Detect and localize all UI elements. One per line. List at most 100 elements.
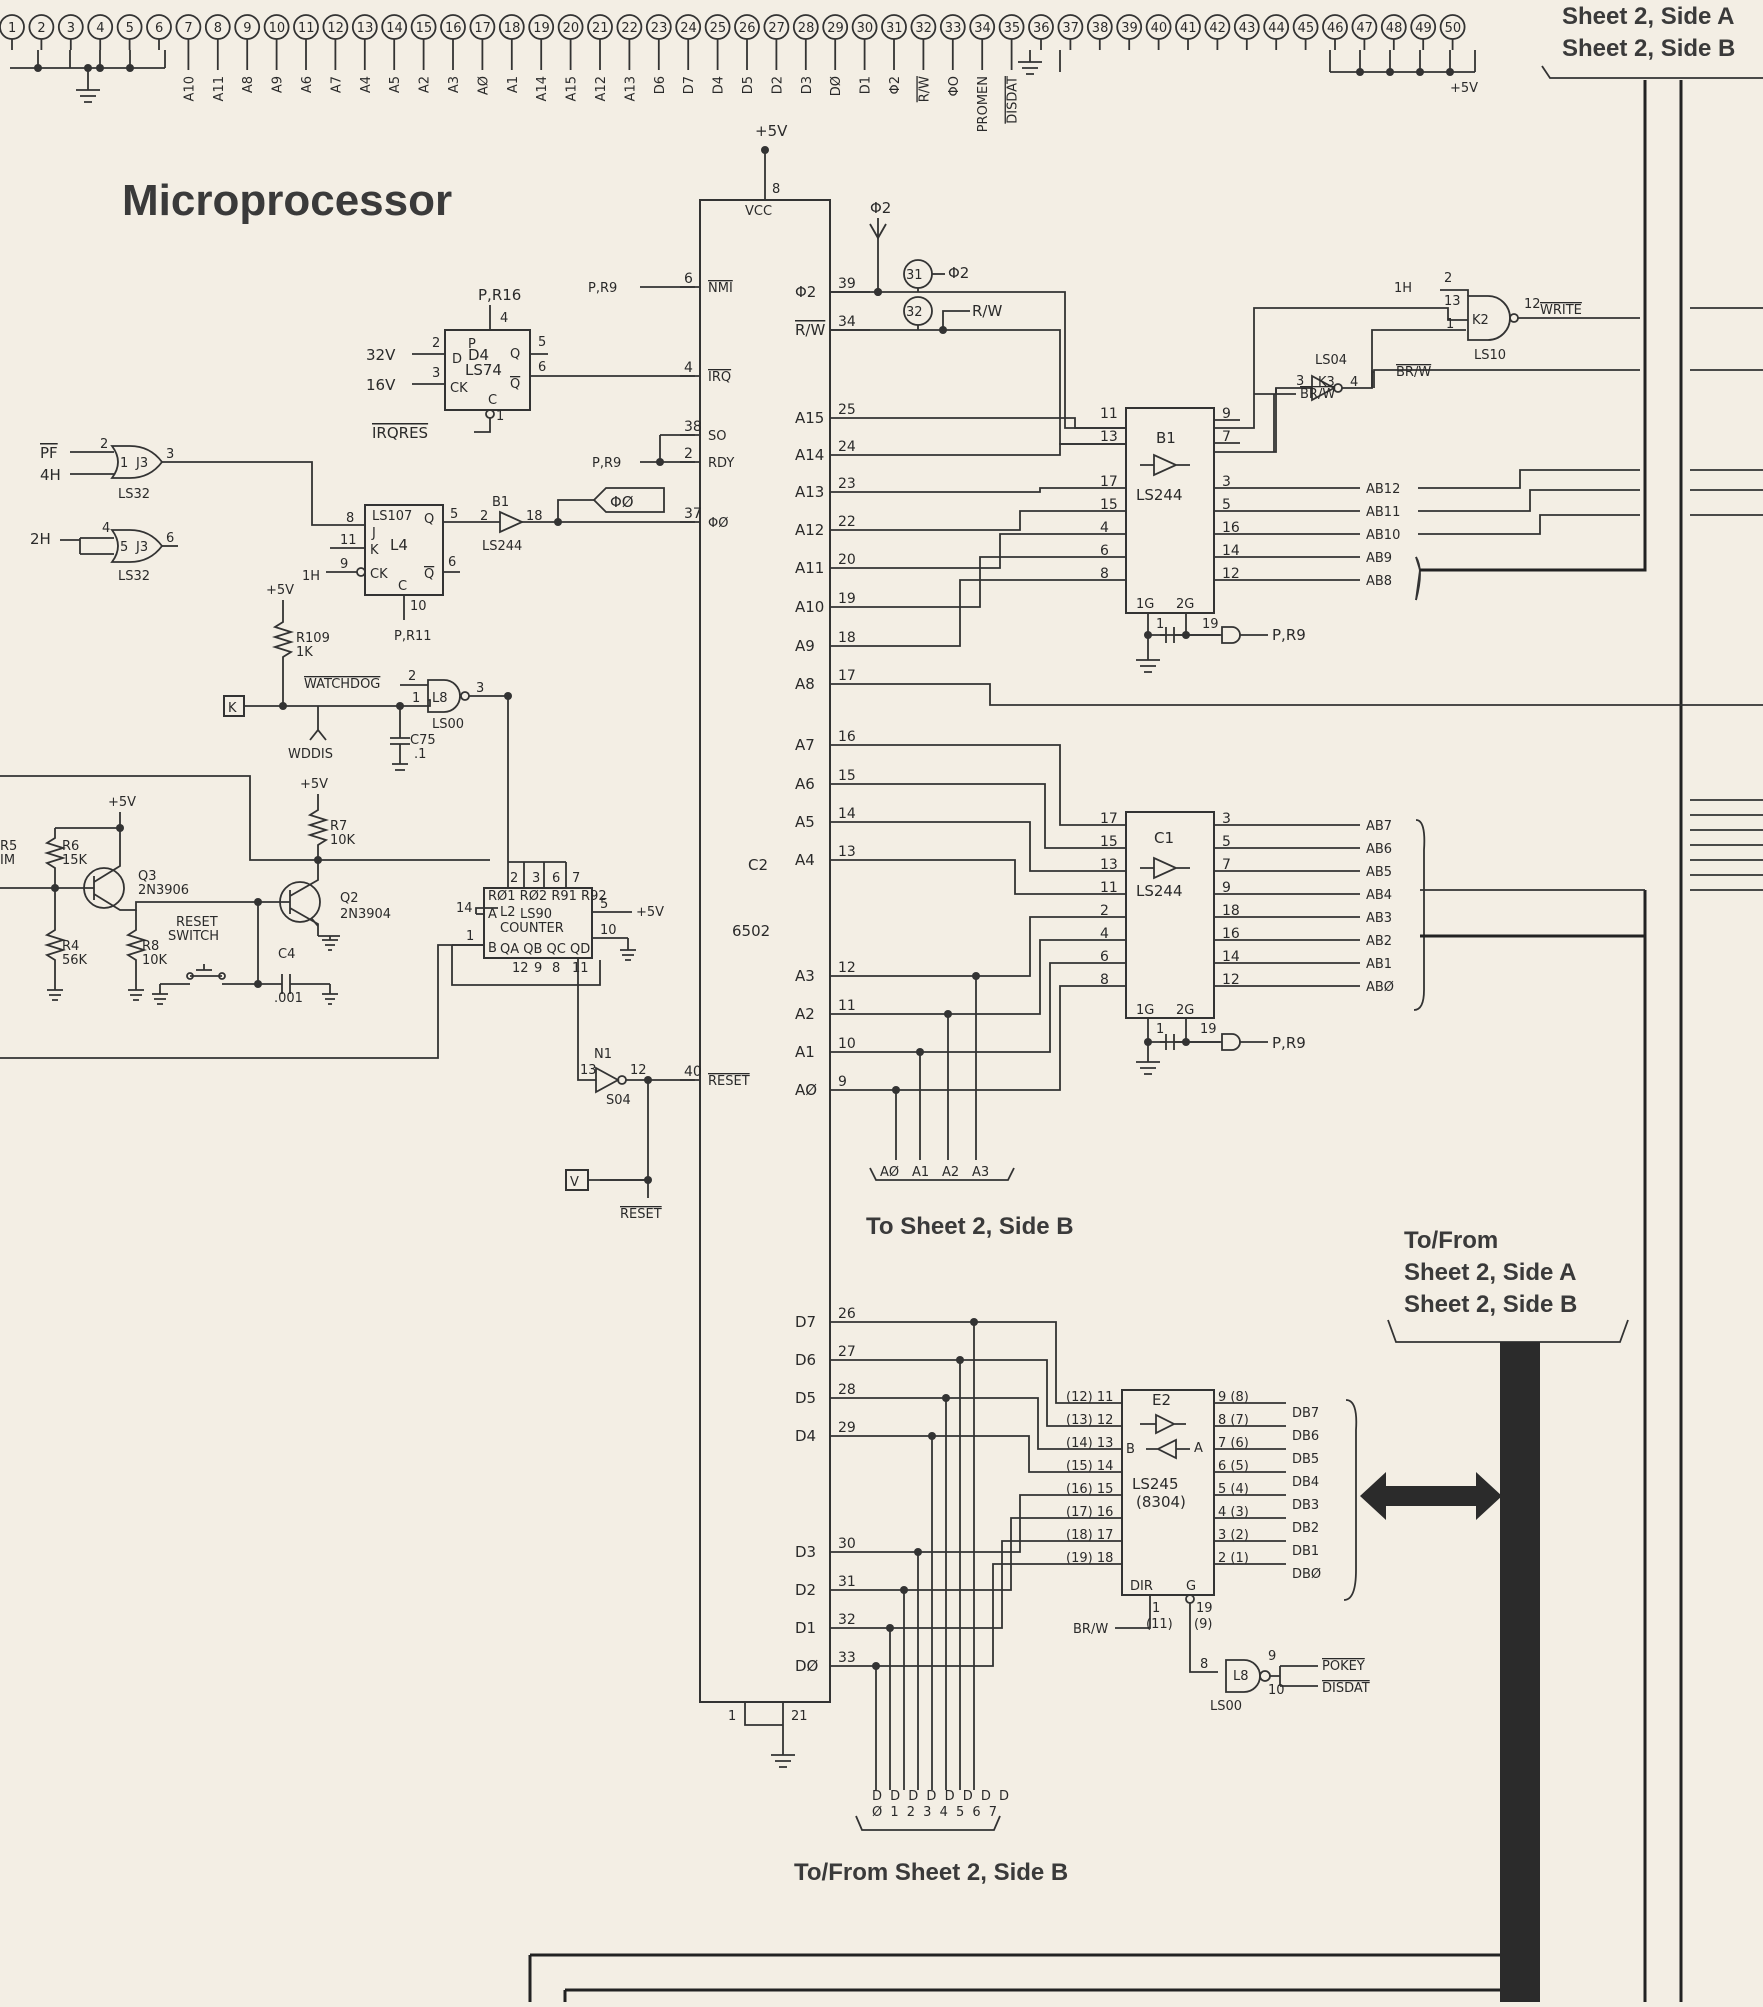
- b1-out-pin: 9: [1222, 406, 1231, 422]
- connector-pin-number: 11: [298, 21, 315, 36]
- connector-pin-number: 37: [1062, 21, 1079, 36]
- cpu-pin-name: RESET: [708, 1074, 750, 1089]
- connector-pin-number: 40: [1151, 21, 1168, 36]
- cpu-pin-name: A3: [795, 967, 815, 985]
- e2-in-pin: (12) 11: [1066, 1390, 1113, 1405]
- address-bundle: AØ A1 A2 A3 To Sheet 2, Side B: [866, 1165, 1074, 1240]
- cpu-pin-name: A11: [795, 559, 824, 577]
- connector-signal: D2: [770, 76, 785, 94]
- cpu-pin-name: RDY: [708, 456, 734, 471]
- connector-pin-number: 49: [1415, 21, 1432, 36]
- d4-clr: IRQRES: [372, 424, 428, 442]
- e2-in-pin: (15) 14: [1066, 1459, 1113, 1474]
- j3a-in1: PF: [40, 444, 58, 462]
- k3-out-pin: 4: [1350, 375, 1358, 390]
- addr-bundle-a3: A3: [972, 1165, 989, 1180]
- d4-p-pin: 4: [500, 311, 508, 326]
- r109-value: 1K: [296, 645, 313, 660]
- d4-d-pin: 2: [432, 336, 440, 351]
- cpu-vcc-label: VCC: [745, 204, 772, 219]
- cpu-pin-number: 4: [684, 360, 693, 376]
- c1-ls244: C1 LS244 1G 2G: [1125, 811, 1215, 1019]
- b1-in-pin: 15: [1100, 497, 1118, 513]
- connector-pin-number: 24: [680, 21, 697, 36]
- connector-pin-number: 33: [945, 21, 962, 36]
- k3-ref: K3: [1318, 375, 1335, 390]
- cpu-pin-name: AØ: [795, 1081, 817, 1099]
- l4-pin8: 8: [346, 511, 354, 526]
- addr-bundle-caption: To Sheet 2, Side B: [866, 1213, 1074, 1240]
- e2-control: BR/W 1 (11) 19 (9): [1073, 1594, 1218, 1673]
- cpu-pin-number: 14: [838, 806, 856, 822]
- right-buses: [1020, 80, 1763, 2002]
- c1-out-pin: 7: [1222, 857, 1231, 873]
- e2-output-net: DBØ: [1292, 1567, 1321, 1582]
- connector-pin-number: 34: [974, 21, 991, 36]
- b1g-out-pin: 18: [526, 509, 543, 524]
- cpu-6502: VCC 8 +5V C2 6502 1 21: [699, 122, 831, 1768]
- c1-output-net: AB1: [1366, 957, 1392, 972]
- l8a-pin2: 2: [408, 669, 416, 684]
- connector-pin-number: 44: [1268, 21, 1285, 36]
- b1-ls244: B1 LS244 1G 2G: [1125, 407, 1215, 614]
- d4-d: D: [452, 352, 462, 367]
- data-bundle-caption: To/From Sheet 2, Side B: [794, 1859, 1068, 1886]
- j3a-pin3: 3: [166, 447, 174, 462]
- cpu-pin-name: D3: [795, 1543, 816, 1561]
- b1-in-pin: 17: [1100, 474, 1118, 490]
- tp31-net: Φ2: [948, 264, 969, 282]
- e2-out-pin: 6 (5): [1218, 1459, 1249, 1474]
- l4-part: LS107: [372, 509, 412, 524]
- c1-part: LS244: [1136, 882, 1183, 900]
- cpu-pin-name: D4: [795, 1427, 816, 1445]
- q2-part: 2N3904: [340, 907, 391, 922]
- j3b-pin6: 6: [166, 531, 174, 546]
- b1-en2: 2G: [1176, 597, 1194, 612]
- j3a-ref: J3: [135, 456, 148, 471]
- connector-pin-number: 15: [416, 21, 433, 36]
- tp32-label: 32: [906, 305, 923, 320]
- address-low-taps: [892, 972, 980, 1160]
- cpu-pin-number: 27: [838, 1344, 856, 1360]
- connector-pin-number: 41: [1180, 21, 1197, 36]
- tp32-net: R/W: [972, 302, 1002, 320]
- data-bundle-bottom: Ø 1 2 3 4 5 6 7: [872, 1805, 999, 1820]
- connector-signal: D6: [653, 76, 668, 94]
- j3b-ls32: 4 5 J3 LS32 2H 6: [30, 521, 178, 584]
- c1-output-net: AB6: [1366, 842, 1392, 857]
- cpu-pin-name: SO: [708, 429, 726, 444]
- connector-pin-number: 29: [827, 21, 844, 36]
- b1g-ref: B1: [492, 495, 509, 510]
- j3a-pin1: 1: [120, 456, 128, 471]
- connector-pin-number: 19: [533, 21, 550, 36]
- d4-c-pin: 1: [496, 409, 504, 424]
- r4-ref: R4: [62, 939, 79, 954]
- connector-pin-number: 28: [798, 21, 815, 36]
- l2-bottom-pin-8: 8: [552, 961, 560, 976]
- cpu-pin-number: 29: [838, 1420, 856, 1436]
- cpu-pin-number: 33: [838, 1650, 856, 1666]
- e2-out-pin: 2 (1): [1218, 1551, 1249, 1566]
- b1-en1: 1G: [1136, 597, 1154, 612]
- cpu-pin-number: 13: [838, 844, 856, 860]
- cpu-pin-name: NMI: [708, 281, 733, 296]
- connector-signal: A9: [271, 76, 286, 93]
- connector-signal: A10: [182, 76, 197, 101]
- connector-signal: D7: [682, 76, 697, 94]
- watchdog: +5V R109 1K K WDDIS WATCHDOG 2 1 L8 LS00…: [223, 583, 512, 862]
- e2-output-net: DB6: [1292, 1429, 1319, 1444]
- c1-out-pin: 3: [1222, 811, 1231, 827]
- k2-ls10: K2 LS10 1H 2 13 1 12 WRITE: [1394, 271, 1640, 363]
- l8b-pin-8: 8: [1200, 1657, 1208, 1672]
- r5-ref: R5: [0, 839, 17, 854]
- l2-gnd-pin: 10: [600, 923, 617, 938]
- connector-pin-number: 16: [445, 21, 462, 36]
- j3b-ref: J3: [135, 540, 148, 555]
- connector-pin-number: 21: [592, 21, 609, 36]
- cpu-pin-name: A9: [795, 637, 815, 655]
- corner-header-line1: Sheet 2, Side A: [1562, 3, 1735, 30]
- e2-dir-pin: 1: [1152, 1601, 1160, 1616]
- k3-part: LS04: [1315, 353, 1347, 368]
- c1-ref: C1: [1154, 829, 1174, 847]
